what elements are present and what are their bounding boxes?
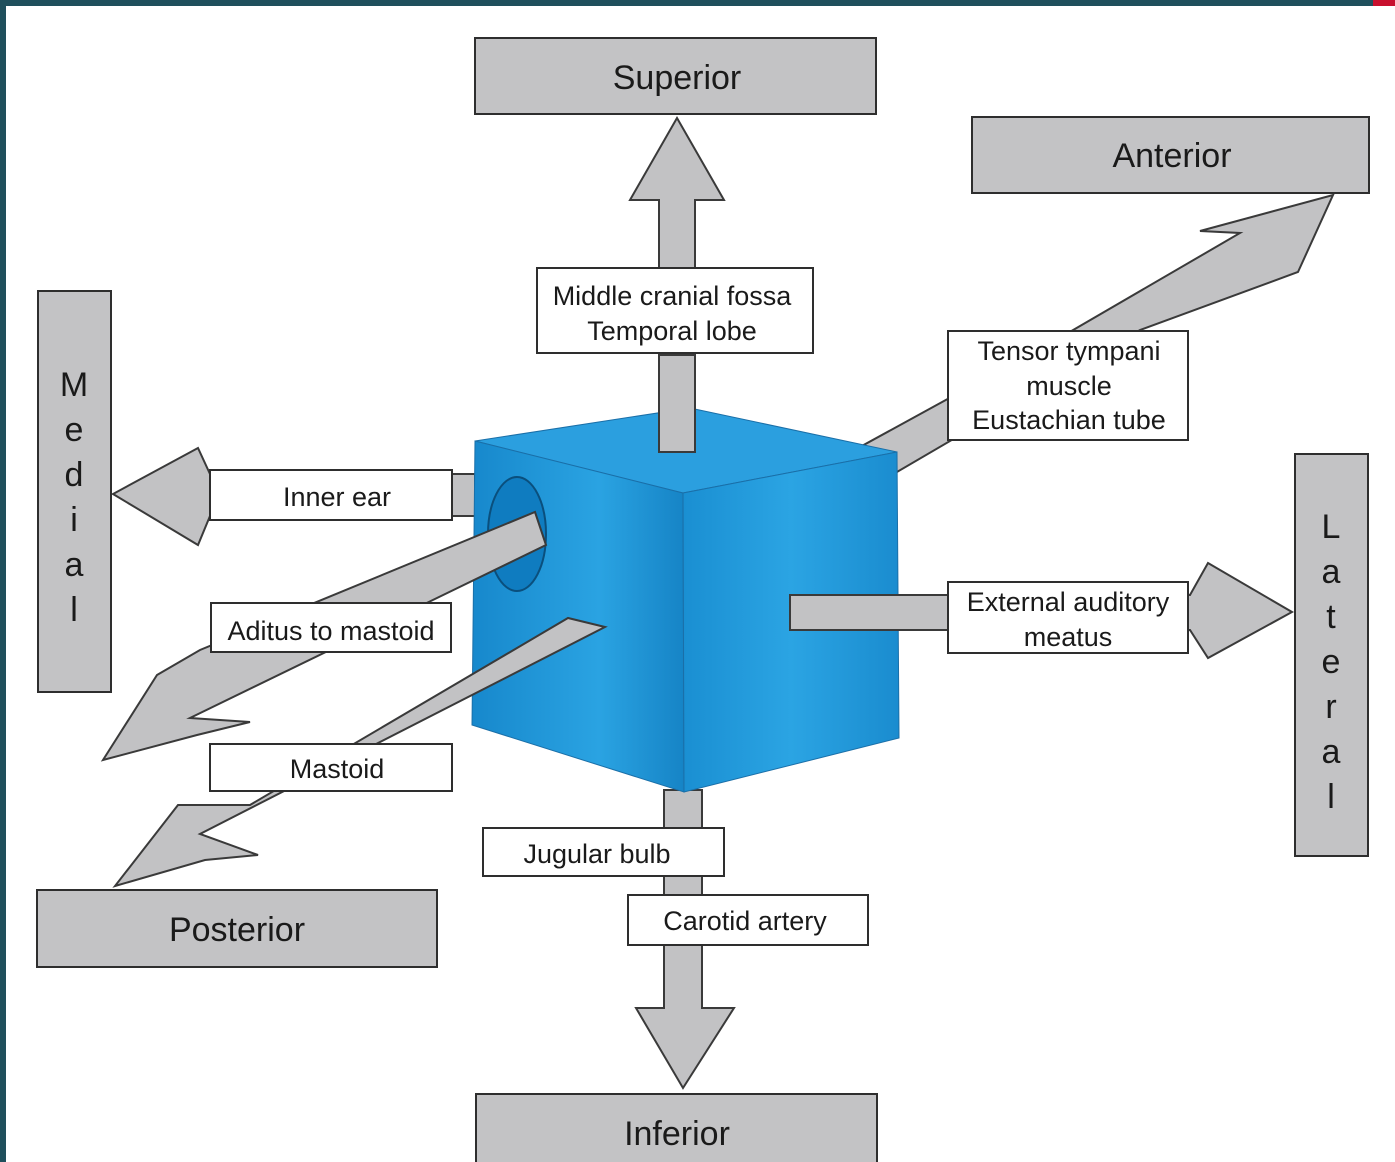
- jugular-label: Jugular bulb: [523, 839, 670, 869]
- medial-title-letter: l: [70, 591, 78, 629]
- aditus-box: [210, 602, 452, 653]
- superior-title: Superior: [613, 59, 742, 97]
- corner-accent: [1373, 0, 1395, 6]
- inferior-title: Inferior: [624, 1115, 730, 1153]
- anterior-structure-3: Eustachian tube: [972, 405, 1166, 435]
- superior-arrow-shaft: [658, 354, 696, 453]
- lateral-title-letter: L: [1322, 508, 1341, 546]
- lateral-structure-1: External auditory: [967, 587, 1170, 617]
- lateral-title-letter: a: [1322, 733, 1341, 771]
- lateral-title-letter: e: [1322, 643, 1341, 681]
- posterior-box: [36, 889, 438, 968]
- medial-title-letter: d: [65, 456, 84, 494]
- medial-title-letter: a: [65, 546, 84, 584]
- medial-box: [37, 290, 112, 693]
- mastoid-box: [209, 743, 453, 792]
- superior-structures-box: [536, 267, 814, 354]
- carotid-label: Carotid artery: [663, 906, 827, 936]
- medial-title-letter: e: [65, 411, 84, 449]
- mastoid-label: Mastoid: [290, 754, 385, 784]
- lateral-title-letter: t: [1326, 598, 1336, 636]
- superior-structure-1: Middle cranial fossa: [553, 281, 793, 311]
- lateral-title-letter: r: [1325, 688, 1336, 726]
- jugular-box: [482, 827, 725, 877]
- superior-structure-2: Temporal lobe: [587, 316, 757, 346]
- posterior-title: Posterior: [169, 911, 305, 949]
- anterior-structures-box: [947, 330, 1189, 441]
- aditus-label: Aditus to mastoid: [227, 616, 434, 646]
- superior-box: [474, 37, 877, 115]
- medial-title-letter: M: [60, 366, 88, 404]
- anterior-structure-1: Tensor tympani: [977, 336, 1160, 366]
- lateral-title-letter: l: [1327, 778, 1335, 816]
- anterior-title: Anterior: [1112, 137, 1231, 175]
- anterior-structure-2: muscle: [1026, 371, 1112, 401]
- lateral-structures-box: [947, 581, 1189, 654]
- anterior-box: [971, 116, 1370, 194]
- medial-structure: Inner ear: [283, 482, 391, 512]
- lateral-structure-2: meatus: [1024, 622, 1113, 652]
- carotid-box: [627, 894, 869, 946]
- medial-structure-box: [209, 469, 453, 521]
- inferior-box: [475, 1093, 878, 1162]
- lateral-box: [1294, 453, 1369, 857]
- lateral-title-letter: a: [1322, 553, 1341, 591]
- medial-title-letter: i: [70, 501, 78, 539]
